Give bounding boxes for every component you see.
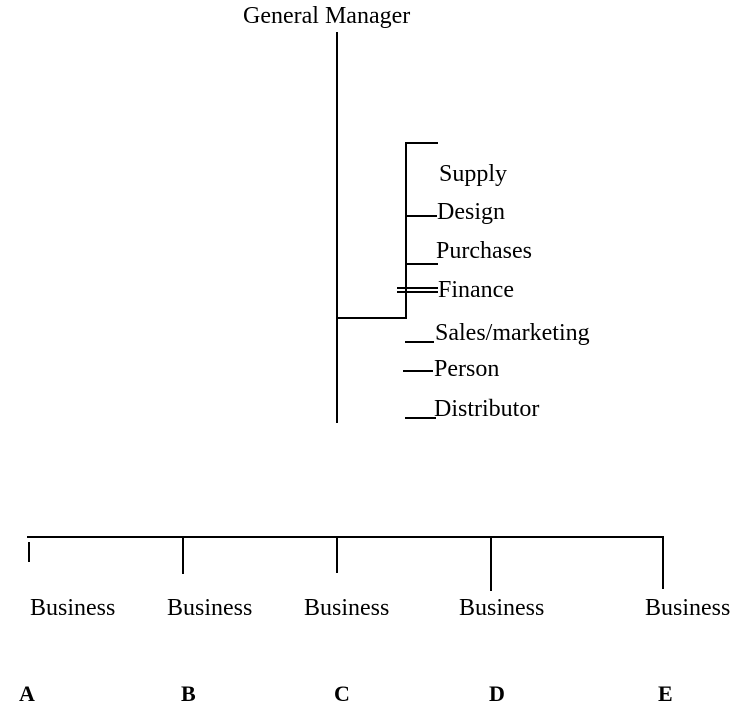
branch-line-person — [403, 370, 433, 372]
trunk-subtrunk-connector-line — [336, 317, 407, 319]
business-tick-c — [336, 538, 338, 573]
business-label-c: Business — [304, 595, 390, 621]
business-tick-d — [490, 538, 492, 591]
business-label-b: Business — [167, 595, 253, 621]
department-label-distributor: Distributor — [434, 396, 540, 422]
branch-line-finance-bottom — [397, 291, 438, 293]
business-tick-a — [28, 542, 30, 562]
business-letter-b: B — [181, 681, 196, 706]
branch-line-distributor — [405, 417, 436, 419]
department-label-sales-marketing: Sales/marketing — [435, 320, 590, 346]
subtrunk-line — [405, 142, 407, 319]
department-label-person: Person — [434, 356, 500, 382]
business-tick-e — [662, 538, 664, 589]
business-letter-d: D — [489, 681, 505, 706]
business-label-e: Business — [645, 595, 731, 621]
business-label-a: Business — [30, 595, 116, 621]
branch-line-supply — [405, 142, 438, 144]
business-label-d: Business — [459, 595, 545, 621]
business-rake-line — [27, 536, 664, 538]
business-tick-b — [182, 538, 184, 574]
business-letter-c: C — [334, 681, 350, 706]
branch-line-purchases — [405, 263, 438, 265]
branch-line-design — [405, 215, 437, 217]
department-label-purchases: Purchases — [436, 238, 532, 264]
page-title: General Manager — [243, 3, 411, 29]
trunk-line — [336, 32, 338, 423]
business-letter-e: E — [658, 681, 673, 706]
department-label-finance: Finance — [438, 277, 514, 303]
department-label-design: Design — [437, 199, 505, 225]
business-letter-a: A — [19, 681, 35, 706]
branch-line-sales-marketing — [405, 341, 434, 343]
department-label-supply: Supply — [439, 161, 508, 187]
branch-line-finance-top — [397, 287, 438, 289]
